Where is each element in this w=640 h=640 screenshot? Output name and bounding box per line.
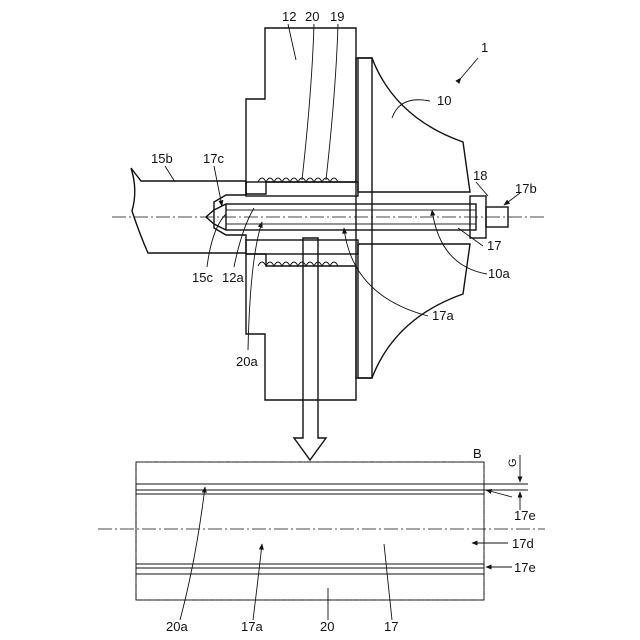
label-housing: 12 — [282, 9, 296, 24]
label-bottom-20: 20 — [320, 619, 334, 634]
label-impeller: 10 — [437, 93, 451, 108]
detail-arrow — [294, 238, 326, 460]
label-rod-body: 17a — [432, 308, 454, 323]
label-bushing: 20 — [305, 9, 319, 24]
label-gap-upper: 19 — [330, 9, 344, 24]
coil-spring — [258, 178, 338, 266]
label-core: 17d — [512, 536, 534, 551]
detail-b — [98, 462, 545, 600]
label-assembly: 1 — [481, 40, 488, 55]
label-bottom-17a: 17a — [241, 619, 263, 634]
housing-12 — [246, 28, 356, 400]
shaft-15b — [131, 168, 246, 253]
label-bore: 10a — [488, 266, 510, 281]
leader-lines — [165, 24, 520, 620]
label-bore-housing: 12a — [222, 270, 244, 285]
label-bush-inner: 20a — [236, 354, 258, 369]
label-coating-top: 17e — [514, 508, 536, 523]
label-thread-end: 17b — [515, 181, 537, 196]
impeller-10 — [356, 58, 470, 378]
label-bottom-20a: 20a — [166, 619, 188, 634]
label-shaft-end: 15b — [151, 151, 173, 166]
gap-dimension — [484, 455, 528, 510]
label-nut: 18 — [473, 168, 487, 183]
label-gap: G — [507, 458, 519, 467]
label-coating-bottom: 17e — [514, 560, 536, 575]
label-rod: 17 — [487, 238, 501, 253]
label-bottom-17: 17 — [384, 619, 398, 634]
label-recess: 15c — [192, 270, 213, 285]
label-tip: 17c — [203, 151, 224, 166]
label-detail-mark: B — [473, 446, 482, 461]
bushing-20 — [246, 182, 358, 254]
